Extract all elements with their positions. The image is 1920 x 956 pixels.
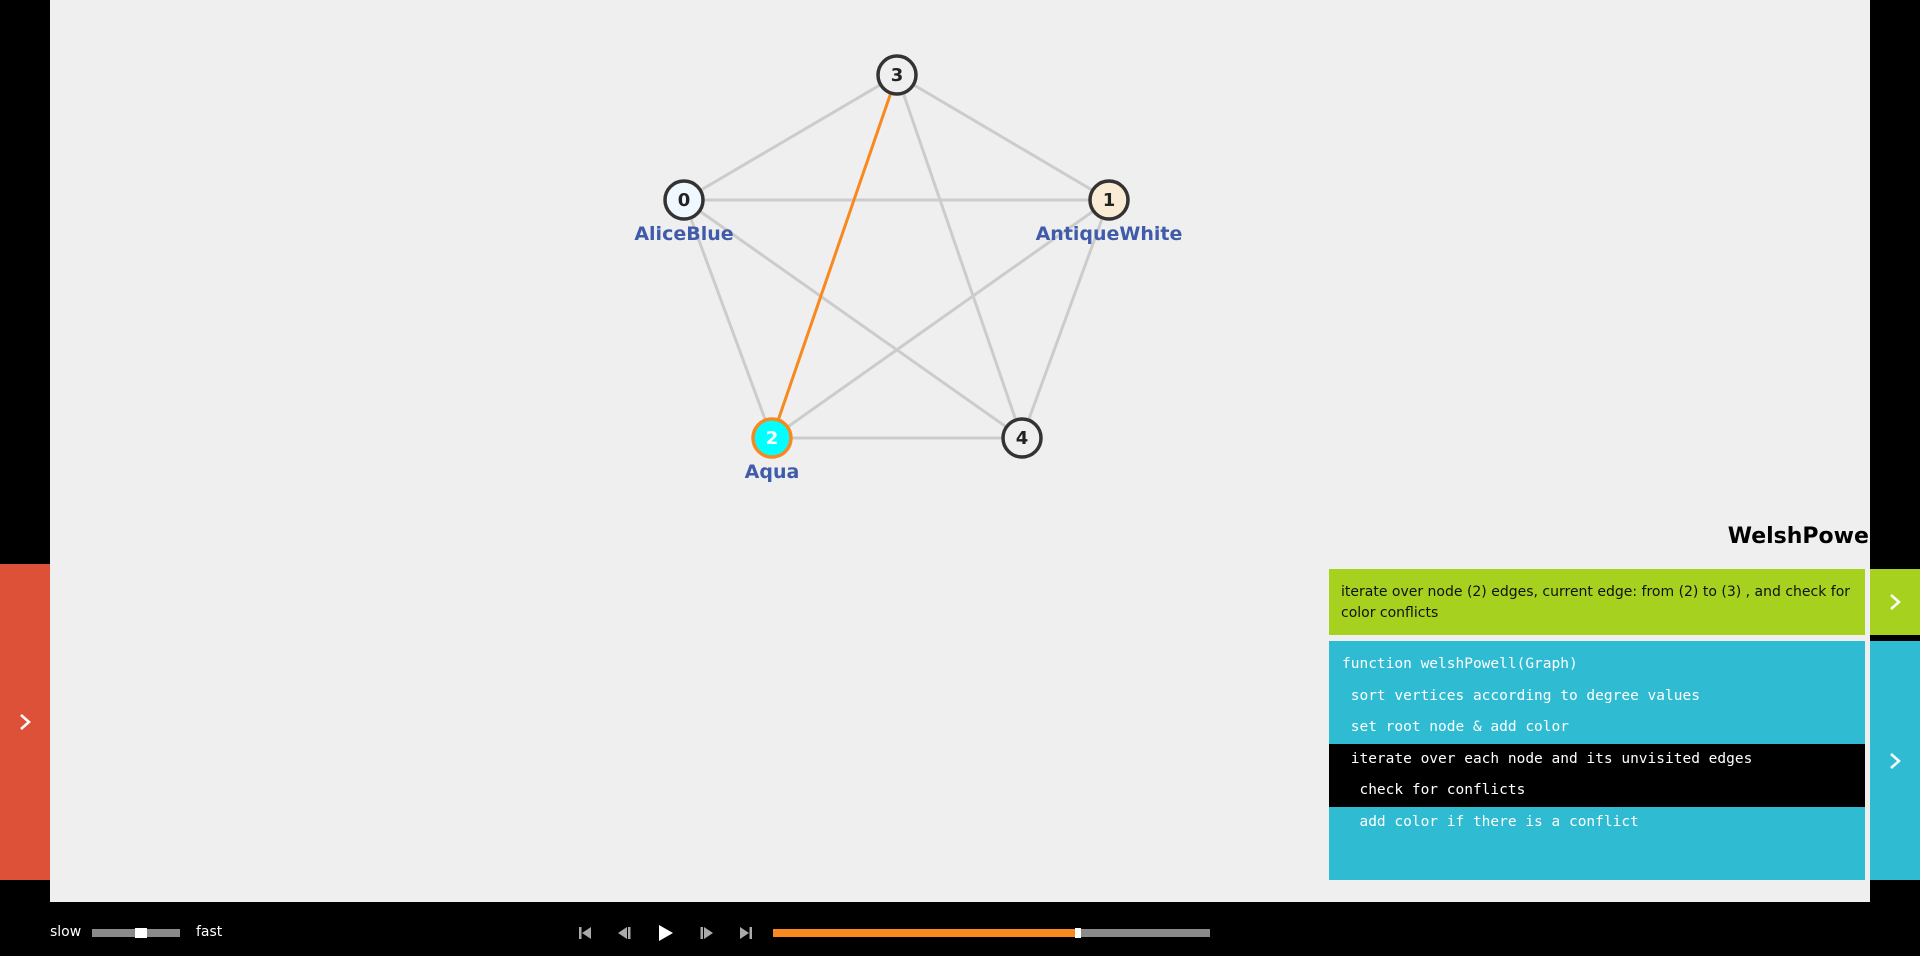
- node-id-label: 2: [766, 428, 779, 449]
- node-circle: [1001, 417, 1043, 459]
- edge-1-3: [896, 73, 1110, 202]
- status-text: iterate over node (2) edges, current edg…: [1341, 584, 1851, 621]
- left-drawer-toggle[interactable]: [0, 564, 50, 880]
- code-line: check for conflicts: [1329, 775, 1865, 807]
- play-icon: [659, 925, 673, 941]
- node-id-label: 0: [678, 190, 691, 211]
- node-color-label: Aqua: [745, 461, 800, 483]
- speed-slow-label: slow: [50, 924, 82, 940]
- node-circle: [1088, 179, 1130, 221]
- skip-first-icon: [579, 927, 591, 939]
- progress-slider-thumb[interactable]: [1074, 928, 1081, 938]
- step-forward-icon: [700, 927, 713, 939]
- progress-slider[interactable]: [773, 928, 1210, 938]
- node-color-label: AliceBlue: [634, 223, 733, 245]
- edge-0-2: [682, 199, 774, 439]
- code-line: sort vertices according to degree values: [1342, 687, 1700, 704]
- chevron-right-icon: [20, 714, 31, 730]
- node-color-label: AntiqueWhite: [1036, 223, 1183, 245]
- graph-node-4[interactable]: 4: [1001, 417, 1043, 459]
- edge-3-4: [895, 74, 1024, 439]
- go-to-start-button[interactable]: [572, 920, 598, 946]
- node-circle: [876, 54, 918, 96]
- speed-slider-thumb[interactable]: [135, 928, 148, 938]
- node-id-label: 4: [1016, 428, 1029, 449]
- node-id-label: 3: [891, 65, 904, 86]
- status-toggle-underline: [1870, 635, 1920, 639]
- step-back-icon: [618, 927, 631, 939]
- node-circle: [751, 417, 793, 459]
- edge-0-4: [683, 198, 1023, 440]
- code-line: add color if there is a conflict: [1342, 813, 1639, 830]
- pseudocode-panel: function welshPowell(Graph) sort vertice…: [1329, 641, 1865, 880]
- status-panel-toggle[interactable]: [1870, 569, 1920, 635]
- speed-fast-label: fast: [196, 924, 223, 940]
- playback-bar: slow fast: [0, 902, 1920, 956]
- status-panel: iterate over node (2) edges, current edg…: [1329, 569, 1865, 635]
- code-line: function welshPowell(Graph): [1342, 656, 1578, 672]
- step-forward-button[interactable]: [694, 920, 720, 946]
- step-backward-button[interactable]: [611, 920, 637, 946]
- play-button[interactable]: [652, 920, 678, 946]
- code-panel-toggle[interactable]: [1870, 641, 1920, 880]
- graph-node-3[interactable]: 3: [876, 54, 918, 96]
- algorithm-title: WelshPowell: [1727, 524, 1884, 549]
- go-to-end-button[interactable]: [733, 920, 759, 946]
- code-line: set root node & add color: [1342, 719, 1569, 735]
- speed-slider[interactable]: [92, 928, 180, 938]
- edge-0-3: [683, 73, 898, 202]
- skip-last-icon: [740, 927, 752, 939]
- chevron-right-icon: [1890, 752, 1901, 769]
- node-id-label: 1: [1103, 190, 1116, 211]
- node-circle: [663, 179, 705, 221]
- chevron-right-icon: [1890, 594, 1901, 610]
- edge-1-2: [771, 198, 1110, 440]
- edge-2-3: [770, 74, 899, 439]
- code-line: iterate over each node and its unvisited…: [1329, 743, 1865, 775]
- progress-fill: [773, 929, 1075, 937]
- edge-1-4: [1020, 199, 1111, 439]
